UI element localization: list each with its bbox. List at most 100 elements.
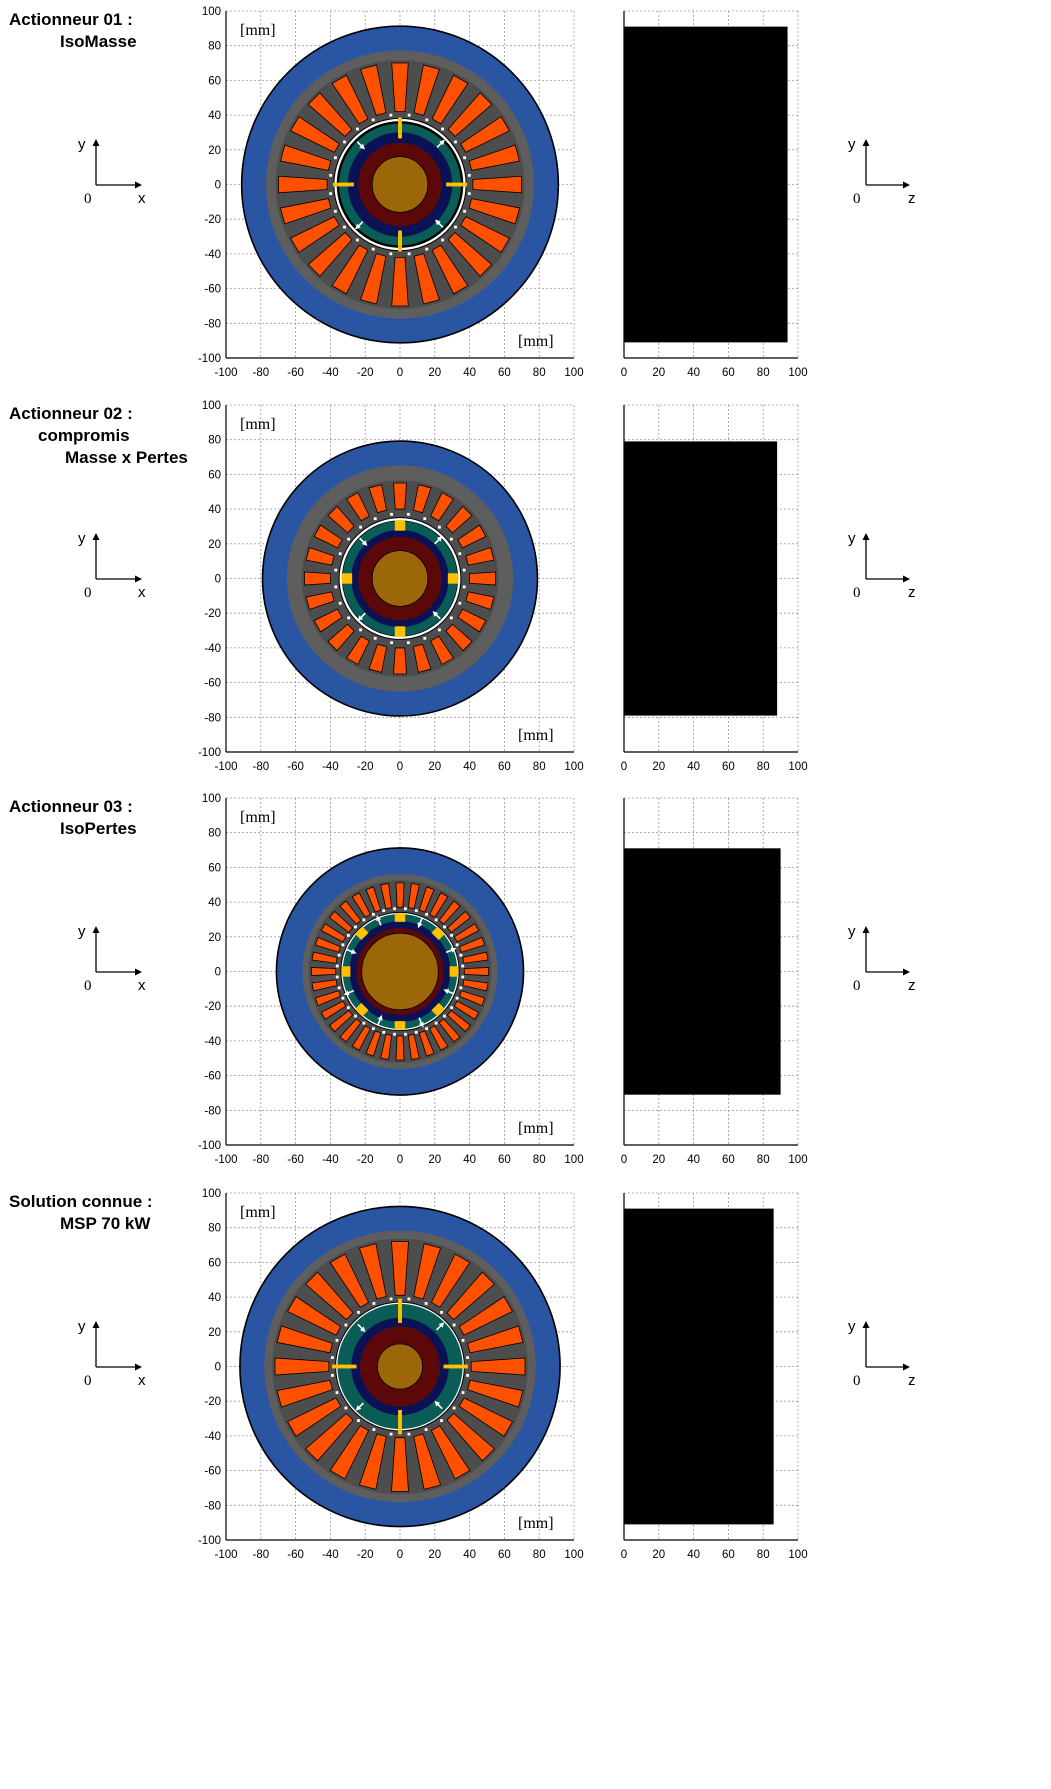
winding-slot xyxy=(380,1033,393,1060)
axes-icon-xy: yx0 xyxy=(78,136,146,207)
winding-slot xyxy=(380,883,393,910)
winding-slot xyxy=(307,231,353,277)
winding-slot xyxy=(320,923,347,943)
winding-slot xyxy=(470,1357,526,1376)
winding-slot xyxy=(346,491,370,522)
slot-opening xyxy=(354,1014,357,1018)
icon-origin-label: 0 xyxy=(853,1373,861,1389)
magnetization-arrowhead xyxy=(350,949,357,954)
front-x-tick-label: -60 xyxy=(287,367,304,379)
slot-opening xyxy=(362,1021,366,1025)
winding-slot xyxy=(413,253,440,305)
slot-opening xyxy=(393,1032,396,1036)
slot-opening xyxy=(441,127,444,131)
slot-opening xyxy=(347,933,350,937)
winding-slot xyxy=(393,647,407,675)
side-x-tick-label: 0 xyxy=(621,761,627,773)
slot-opening xyxy=(329,173,333,177)
icon-y-label: y xyxy=(78,530,86,547)
front-x-tick-label: 40 xyxy=(463,367,476,379)
slot-opening xyxy=(330,1374,334,1377)
front-y-tick-label: -80 xyxy=(204,712,221,724)
icon-y-arrowhead xyxy=(862,1321,870,1328)
icon-y-label: y xyxy=(848,923,856,940)
slot-opening xyxy=(438,525,441,529)
winding-slot xyxy=(329,1425,370,1480)
winding-slot xyxy=(453,923,480,943)
side-x-tick-label: 40 xyxy=(687,367,700,379)
panel-title-line: Actionneur 03 : xyxy=(9,797,133,816)
front-y-tick-label: 0 xyxy=(215,574,221,586)
magnetization-arrowhead xyxy=(436,536,443,542)
slot-opening xyxy=(335,1338,339,1342)
slot-opening xyxy=(441,238,444,242)
side-view-body xyxy=(624,26,788,343)
side-x-tick-label: 20 xyxy=(652,367,665,379)
slot-opening xyxy=(362,918,366,922)
slot-opening xyxy=(414,909,418,913)
winding-slot xyxy=(365,1030,382,1057)
front-x-tick-label: -20 xyxy=(357,367,374,379)
unit-label-top: [mm] xyxy=(240,416,276,433)
slot-opening xyxy=(459,953,463,957)
front-y-tick-label: 40 xyxy=(208,110,221,122)
side-x-tick-label: 40 xyxy=(687,1154,700,1166)
winding-slot xyxy=(279,144,332,171)
panel-title-line: MSP 70 kW xyxy=(60,1214,151,1233)
winding-slot xyxy=(395,882,405,908)
icon-z-label: z xyxy=(908,584,916,601)
front-x-tick-label: -40 xyxy=(322,761,339,773)
magnet xyxy=(341,573,353,584)
front-y-tick-label: 100 xyxy=(202,6,221,18)
axes-icon-yz: yz0 xyxy=(848,1318,916,1389)
front-y-tick-label: 100 xyxy=(202,793,221,805)
winding-slot xyxy=(358,1433,387,1490)
front-x-tick-label: -100 xyxy=(214,1549,237,1561)
slot-opening xyxy=(356,127,359,131)
winding-slot xyxy=(467,1379,524,1408)
winding-slot xyxy=(276,1379,333,1408)
side-x-tick-label: 40 xyxy=(687,761,700,773)
front-y-tick-label: -60 xyxy=(204,1466,221,1478)
front-x-tick-label: 0 xyxy=(397,761,403,773)
side-x-tick-label: 80 xyxy=(757,367,770,379)
side-x-tick-label: 40 xyxy=(687,1549,700,1561)
icon-y-arrowhead xyxy=(92,533,100,540)
winding-slot xyxy=(407,883,420,910)
slot-opening xyxy=(454,140,457,144)
magnetization-arrowhead xyxy=(435,219,441,226)
magnetization-arrowhead xyxy=(343,990,350,996)
winding-slot xyxy=(393,482,407,510)
slot-opening xyxy=(335,1391,339,1395)
slot-opening xyxy=(461,975,465,979)
front-y-tick-label: 60 xyxy=(208,75,221,87)
icon-origin-label: 0 xyxy=(853,191,861,207)
winding-slot xyxy=(305,546,335,566)
slot-opening xyxy=(450,933,453,937)
winding-slot xyxy=(339,1018,362,1043)
slot-opening xyxy=(343,225,346,229)
slot-opening xyxy=(371,247,375,251)
winding-slot xyxy=(351,1025,371,1051)
side-x-tick-label: 100 xyxy=(788,367,807,379)
winding-slot xyxy=(346,635,370,666)
slot-opening xyxy=(434,1021,438,1025)
winding-slot xyxy=(407,1033,420,1060)
side-x-tick-label: 60 xyxy=(722,761,735,773)
slot-opening xyxy=(359,525,362,529)
icon-z-arrowhead xyxy=(903,968,910,976)
axes-icon-yz: yz0 xyxy=(848,136,916,207)
front-x-tick-label: -60 xyxy=(287,1549,304,1561)
winding-slot xyxy=(430,635,454,666)
winding-slot xyxy=(307,92,353,138)
slot-opening xyxy=(440,1310,443,1314)
slot-opening xyxy=(333,156,337,160)
winding-slot xyxy=(274,1357,330,1376)
slot-opening xyxy=(347,537,351,541)
front-y-tick-label: 100 xyxy=(202,400,221,412)
winding-slot xyxy=(447,231,493,277)
front-x-tick-label: 80 xyxy=(533,367,546,379)
magnetization-arrowhead xyxy=(450,947,457,953)
front-x-tick-label: 60 xyxy=(498,761,511,773)
